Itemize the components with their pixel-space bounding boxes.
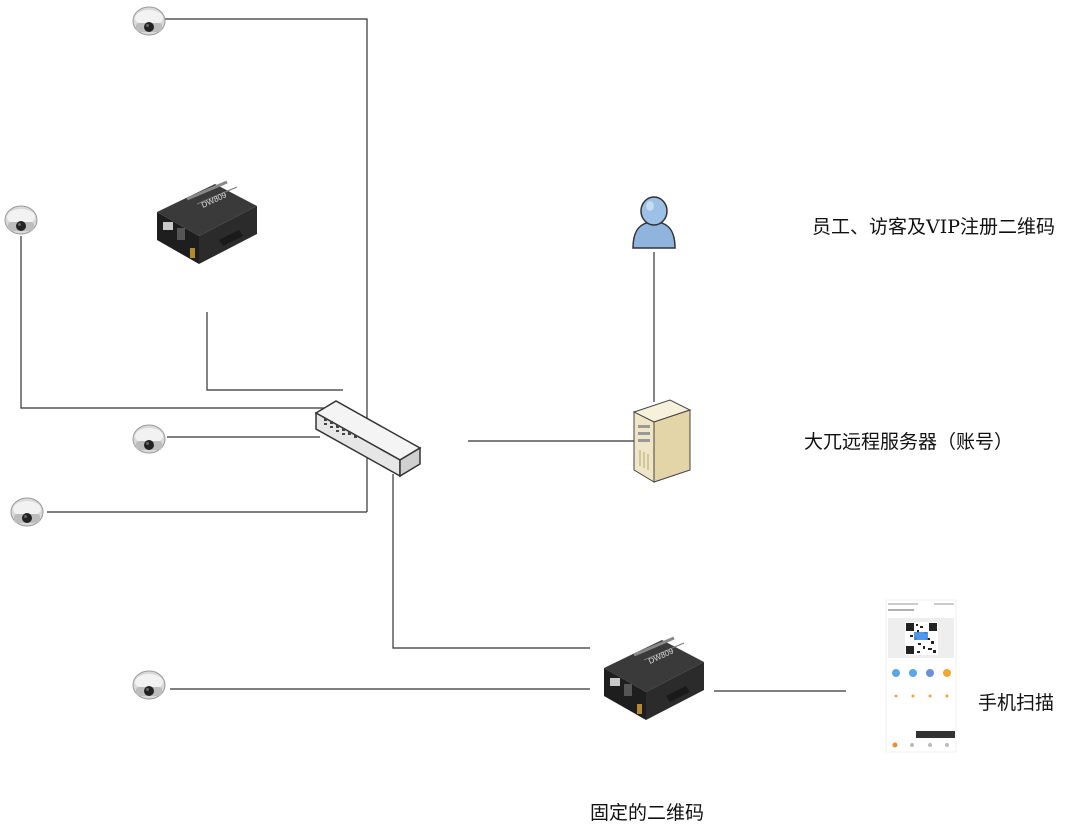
wire-camera-left	[20, 236, 330, 409]
register-qr-label: 员工、访客及VIP注册二维码	[812, 216, 1056, 238]
camera-icon	[10, 497, 44, 527]
person-icon	[632, 196, 676, 249]
phone-app-screenshot	[885, 599, 957, 753]
wire-controller-top	[206, 312, 343, 391]
wire-switch-controller	[392, 474, 590, 649]
wires	[20, 18, 846, 692]
camera-icon	[132, 670, 166, 700]
camera-icon	[132, 6, 166, 36]
network-switch-icon	[314, 400, 422, 478]
phone-scan-label: 手机扫描	[978, 692, 1055, 714]
camera-icon	[132, 424, 166, 454]
remote-server-label: 大兀远程服务器（账号）	[804, 431, 1014, 453]
qr-code-icon	[905, 622, 938, 655]
camera-icon	[4, 205, 38, 235]
wire-camera-top	[165, 18, 368, 512]
server-icon	[632, 399, 692, 483]
controller-icon: DW809	[155, 180, 259, 266]
controller-icon: DW809	[602, 636, 706, 722]
fixed-qr-label: 固定的二维码	[590, 802, 705, 824]
